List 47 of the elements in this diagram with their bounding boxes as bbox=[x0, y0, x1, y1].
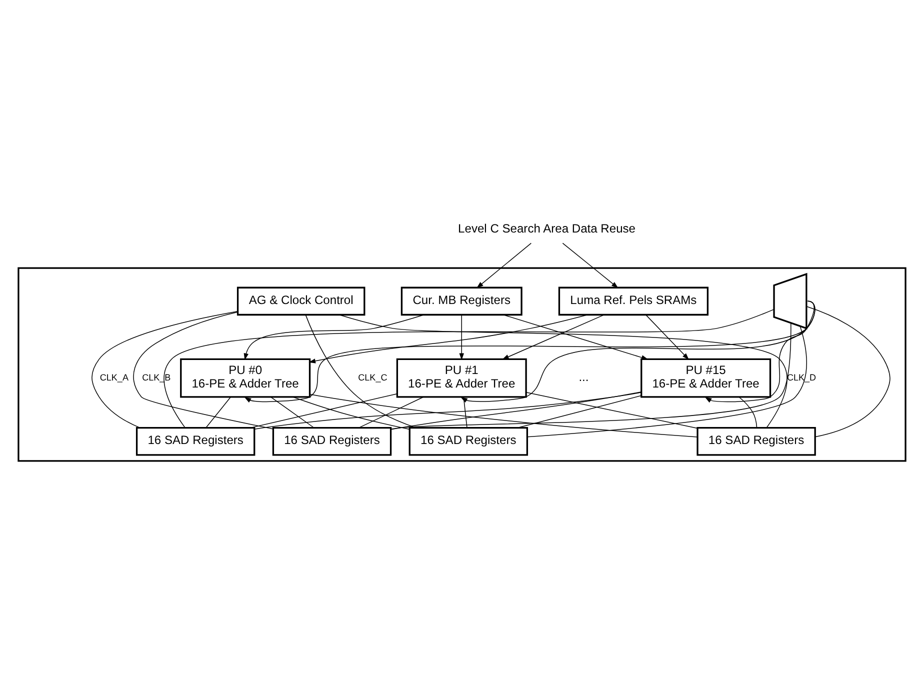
connector bbox=[133, 311, 274, 429]
connector bbox=[358, 396, 424, 428]
node-box: PU #15 16-PE & Adder Tree bbox=[640, 358, 772, 398]
node-box: 16 SAD Registers bbox=[408, 426, 528, 456]
arrow bbox=[704, 300, 815, 402]
connector bbox=[517, 394, 642, 428]
arrow bbox=[646, 314, 689, 360]
arrow bbox=[562, 242, 618, 288]
arrow bbox=[308, 314, 588, 363]
arrow bbox=[476, 242, 532, 288]
edge-label: CLK_A bbox=[100, 372, 128, 382]
connector bbox=[390, 322, 792, 430]
node-box: AG & Clock Control bbox=[236, 286, 366, 316]
connector bbox=[806, 306, 890, 437]
connector bbox=[338, 314, 788, 428]
node-box: 16 SAD Registers bbox=[696, 426, 816, 456]
node-box: 16 SAD Registers bbox=[136, 426, 256, 456]
arrow bbox=[502, 314, 604, 360]
label: ... bbox=[578, 369, 589, 384]
edge-label: CLK_C bbox=[358, 372, 388, 382]
connector bbox=[254, 392, 642, 429]
arrow bbox=[502, 314, 648, 360]
arrow bbox=[244, 300, 816, 402]
connector bbox=[463, 396, 468, 428]
connector bbox=[390, 391, 642, 430]
connector bbox=[310, 393, 698, 437]
arrow bbox=[244, 314, 424, 360]
cluster bbox=[18, 266, 906, 462]
node-trapezoid bbox=[773, 272, 808, 329]
connector bbox=[292, 396, 410, 430]
node-box: 16 SAD Registers bbox=[272, 426, 392, 456]
connector bbox=[92, 310, 238, 428]
connector bbox=[305, 314, 416, 428]
connector bbox=[250, 392, 398, 428]
connector bbox=[526, 325, 808, 437]
connector bbox=[164, 308, 774, 428]
arrow bbox=[459, 314, 464, 360]
node-box: PU #0 16-PE & Adder Tree bbox=[180, 358, 311, 398]
connector bbox=[270, 396, 314, 428]
connector bbox=[206, 396, 232, 428]
arrow bbox=[460, 300, 816, 402]
connector bbox=[738, 396, 758, 428]
node-text: Level C Search Area Data Reuse bbox=[458, 220, 636, 235]
connector bbox=[526, 392, 698, 428]
node-box: PU #1 16-PE & Adder Tree bbox=[396, 358, 527, 398]
node-box: Luma Ref. Pels SRAMs bbox=[558, 286, 709, 316]
node-box: Cur. MB Registers bbox=[400, 286, 522, 316]
